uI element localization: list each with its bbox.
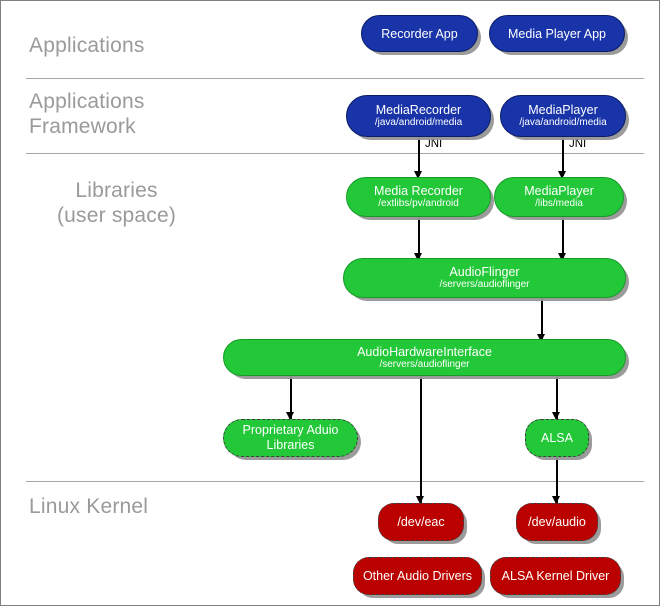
connector-mediarecorder-to-lib xyxy=(418,137,420,176)
node-alsa-kernel-driver-title: ALSA Kernel Driver xyxy=(501,569,610,583)
arrowhead-media-recorder-lib-to-audioflinger xyxy=(414,253,422,261)
node-proprietary-audio-libs[interactable]: Proprietary Aduio Libraries xyxy=(223,419,358,457)
node-dev-audio[interactable]: /dev/audio xyxy=(516,503,598,541)
node-mediaplayer-lib[interactable]: MediaPlayer /libs/media xyxy=(494,177,624,217)
section-label-linux-kernel: Linux Kernel xyxy=(29,495,149,518)
node-media-recorder-lib-path: /extlibs/pv/android xyxy=(378,198,459,209)
connector-ahi-to-dev-eac xyxy=(420,375,422,504)
section-label-applications-framework: Applications Framework xyxy=(29,90,145,138)
node-mediaplayer-lib-title: MediaPlayer xyxy=(524,184,594,198)
node-audioflinger-path: /servers/audioflinger xyxy=(439,279,530,290)
section-label-applications: Applications xyxy=(29,34,145,57)
node-media-player-app[interactable]: Media Player App xyxy=(489,15,625,52)
connector-audioflinger-to-ahi xyxy=(541,297,543,343)
arrowhead-alsa-to-dev-audio xyxy=(552,496,560,504)
arrowhead-audioflinger-to-ahi xyxy=(537,334,545,342)
arrowhead-ahi-to-alsa xyxy=(552,412,560,420)
node-recorder-app[interactable]: Recorder App xyxy=(361,15,478,52)
divider-linux-kernel xyxy=(26,481,644,482)
node-proprietary-audio-libs-title: Proprietary Aduio Libraries xyxy=(242,423,339,452)
node-media-recorder-lib-title: Media Recorder xyxy=(374,184,463,198)
node-media-recorder-lib[interactable]: Media Recorder /extlibs/pv/android xyxy=(346,177,491,217)
node-mediarecorder-framework-path: /java/android/media xyxy=(374,117,463,128)
arrowhead-mediaplayer-lib-to-audioflinger xyxy=(558,253,566,261)
node-dev-eac-title: /dev/eac xyxy=(397,515,445,529)
connector-alsa-to-dev-audio xyxy=(556,456,558,504)
divider-applications xyxy=(26,78,644,79)
node-alsa-kernel-driver[interactable]: ALSA Kernel Driver xyxy=(490,557,621,595)
node-audioflinger-title: AudioFlinger xyxy=(449,265,520,279)
edge-label-jni-recorder: JNI xyxy=(425,138,443,150)
node-other-audio-drivers[interactable]: Other Audio Drivers xyxy=(353,557,482,595)
node-audiohardwareinterface-path: /servers/audioflinger xyxy=(379,358,470,370)
node-dev-eac[interactable]: /dev/eac xyxy=(378,503,464,541)
connector-ahi-to-alsa xyxy=(556,375,558,421)
node-audiohardwareinterface-title: AudioHardwareInterface xyxy=(357,344,492,359)
section-label-libraries: Libraries (user space) xyxy=(56,179,177,227)
arrowhead-ahi-to-proprietary-libs xyxy=(286,412,294,420)
node-mediaplayer-framework-path: /java/android/media xyxy=(519,117,607,128)
node-alsa[interactable]: ALSA xyxy=(525,419,589,457)
node-audioflinger[interactable]: AudioFlinger /servers/audioflinger xyxy=(343,258,626,298)
node-audiohardwareinterface[interactable]: AudioHardwareInterface /servers/audiofli… xyxy=(223,339,626,376)
node-alsa-title: ALSA xyxy=(541,431,573,445)
node-dev-audio-title: /dev/audio xyxy=(528,515,586,529)
node-recorder-app-title: Recorder App xyxy=(381,26,458,41)
node-mediarecorder-framework-title: MediaRecorder xyxy=(375,103,462,117)
arrowhead-ahi-to-dev-eac xyxy=(416,496,424,504)
connector-media-recorder-lib-to-audioflinger xyxy=(418,217,420,262)
node-media-player-app-title: Media Player App xyxy=(508,26,606,41)
connector-mediaplayer-to-lib xyxy=(562,137,564,176)
edge-label-jni-player: JNI xyxy=(569,138,587,150)
node-mediaplayer-framework-title: MediaPlayer xyxy=(528,103,598,117)
divider-framework xyxy=(26,153,644,154)
connector-mediaplayer-lib-to-audioflinger xyxy=(562,217,564,262)
arrowhead-mediaplayer-to-lib xyxy=(558,171,566,179)
node-mediarecorder-framework[interactable]: MediaRecorder /java/android/media xyxy=(346,95,491,137)
connector-ahi-to-proprietary-libs xyxy=(290,375,292,421)
arrowhead-mediarecorder-to-lib xyxy=(414,171,422,179)
node-mediaplayer-framework[interactable]: MediaPlayer /java/android/media xyxy=(500,95,626,137)
node-other-audio-drivers-title: Other Audio Drivers xyxy=(362,569,473,583)
node-mediaplayer-lib-path: /libs/media xyxy=(535,198,583,209)
